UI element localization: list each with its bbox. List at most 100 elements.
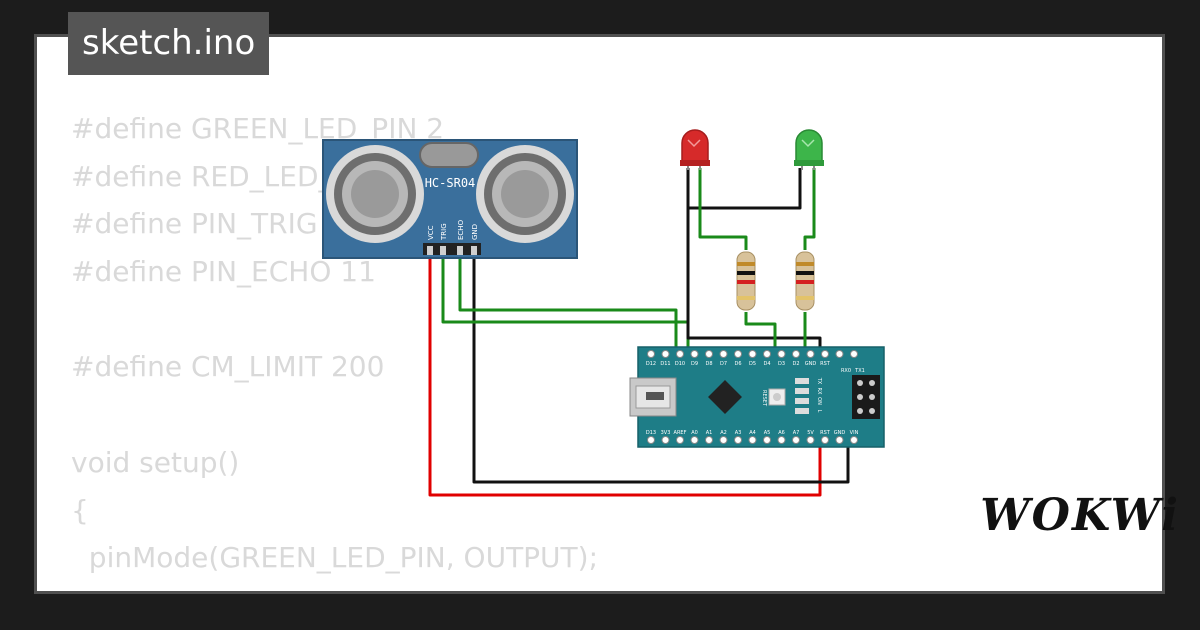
- nano-top-pin-label: D8: [705, 361, 712, 367]
- nano-top-pin-label: D12: [646, 361, 656, 367]
- nano-top-pin-label: GND: [805, 361, 817, 367]
- nano-bottom-pin[interactable]: [748, 436, 757, 444]
- nano-top-pin[interactable]: [792, 350, 800, 358]
- wokwi-logo: WOKWi: [980, 490, 1180, 541]
- nano-bottom-pin[interactable]: [647, 436, 655, 444]
- nano-top-pin-label: RX0: [841, 368, 851, 374]
- nano-bottom-pin[interactable]: [821, 436, 829, 444]
- nano-bottom-pin-label: A5: [764, 430, 771, 436]
- nano-top-pin-label: D6: [734, 361, 741, 367]
- sensor-pin[interactable]: [440, 246, 446, 255]
- nano-top-pin[interactable]: [647, 350, 655, 358]
- nano-top-pin-label: D5: [749, 361, 756, 367]
- status-led-label: ON: [816, 397, 822, 405]
- nano-bottom-pins: [647, 436, 858, 444]
- nano-bottom-pin[interactable]: [835, 436, 844, 444]
- reset-button[interactable]: [768, 388, 786, 406]
- sensor-pins: [427, 246, 477, 255]
- nano-top-pin-label: RST: [820, 361, 831, 367]
- nano-bottom-pin[interactable]: [763, 436, 771, 444]
- nano-top-pin[interactable]: [835, 350, 844, 358]
- nano-top-pin-label: D11: [660, 361, 670, 367]
- usb-connector: [629, 377, 677, 417]
- resistor-1[interactable]: [736, 251, 756, 311]
- code-line: #define PIN_ECHO 11: [71, 255, 376, 289]
- nano-bottom-pin[interactable]: [705, 436, 713, 444]
- sensor-pin-label: VCC: [427, 225, 435, 240]
- nano-bottom-pin[interactable]: [676, 436, 684, 444]
- status-led-label: RX: [816, 388, 822, 395]
- nano-top-pin[interactable]: [690, 350, 699, 358]
- nano-bottom-pin[interactable]: [661, 436, 670, 444]
- nano-top-pin[interactable]: [763, 350, 771, 358]
- nano-bottom-pin-label: VIN: [850, 430, 859, 436]
- nano-top-pin[interactable]: [734, 350, 742, 358]
- nano-top-pin[interactable]: [705, 350, 713, 358]
- sensor-pin[interactable]: [457, 246, 463, 255]
- green-led[interactable]: [794, 129, 824, 170]
- file-tab[interactable]: sketch.ino: [68, 12, 270, 75]
- status-led-label: L: [816, 410, 822, 413]
- transducer-left: [326, 145, 424, 243]
- wire-red-led-gnd: [686, 168, 822, 352]
- nano-top-pin-label: D9: [691, 361, 698, 367]
- code-line: pinMode(GREEN_LED_PIN, OUTPUT);: [71, 541, 599, 575]
- code-line: pinMode(RED_LED_PIN, OUTPUT);: [71, 582, 598, 591]
- code-line: void setup(): [71, 445, 240, 479]
- wires: [428, 168, 850, 497]
- nano-bottom-pin[interactable]: [690, 436, 699, 444]
- red-led[interactable]: [680, 129, 710, 170]
- nano-bottom-pin-label: A1: [706, 430, 713, 436]
- transducer-right: [476, 145, 574, 243]
- wire-res1-d3: [744, 312, 777, 352]
- nano-top-pins: [647, 350, 858, 358]
- nano-top-pin[interactable]: [850, 350, 858, 358]
- nano-top-pin[interactable]: [719, 350, 728, 358]
- nano-bottom-pin-label: 3V3: [661, 430, 671, 436]
- code-line: {: [71, 493, 89, 527]
- nano-bottom-pin-label: A0: [691, 430, 698, 436]
- nano-top-pin[interactable]: [821, 350, 829, 358]
- nano-top-pin[interactable]: [777, 350, 786, 358]
- nano-bottom-pin[interactable]: [792, 436, 800, 444]
- nano-bottom-pin-label: 5V: [807, 430, 814, 436]
- nano-top-pin-label: TX1: [854, 368, 865, 374]
- nano-top-pin-label: D10: [675, 361, 685, 367]
- wire-echo-d11: [458, 255, 678, 352]
- nano-top-pin-label: D7: [720, 361, 727, 367]
- nano-bottom-pin-label: RST: [820, 430, 831, 436]
- nano-bottom-pin[interactable]: [719, 436, 728, 444]
- nano-bottom-pin[interactable]: [850, 436, 858, 444]
- wire-green-led-gnd: [688, 168, 802, 210]
- nano-bottom-pin-label: AREF: [674, 430, 687, 436]
- sensor-pin[interactable]: [427, 246, 433, 255]
- nano-top-pin-label: D3: [778, 361, 785, 367]
- nano-top-pin-label: D2: [792, 361, 799, 367]
- microcontroller-chip: [708, 380, 742, 414]
- nano-bottom-pin[interactable]: [734, 436, 742, 444]
- nano-top-pin[interactable]: [806, 350, 815, 358]
- nano-top-pin[interactable]: [748, 350, 757, 358]
- reset-label: RESET: [761, 390, 767, 407]
- nano-bottom-pin-label: A7: [793, 430, 800, 436]
- nano-bottom-pin[interactable]: [806, 436, 815, 444]
- sensor-pin-label: TRIG: [440, 223, 448, 241]
- nano-top-pin[interactable]: [676, 350, 684, 358]
- nano-bottom-pin-label: GND: [834, 430, 846, 436]
- nano-top-pin-label: D4: [763, 361, 770, 367]
- code-line: #define CM_LIMIT 200: [71, 350, 385, 384]
- status-led-label: TX: [816, 377, 822, 385]
- nano-top-pin[interactable]: [661, 350, 670, 358]
- sensor-pin[interactable]: [471, 246, 477, 255]
- nano-bottom-pin-label: A4: [749, 430, 756, 436]
- status-led-labels: TX RX ON L: [816, 377, 822, 413]
- status-leds: [795, 378, 809, 414]
- wire-trig-d10: [441, 255, 690, 352]
- resistor-2[interactable]: [795, 251, 815, 311]
- nano-bottom-pin[interactable]: [777, 436, 786, 444]
